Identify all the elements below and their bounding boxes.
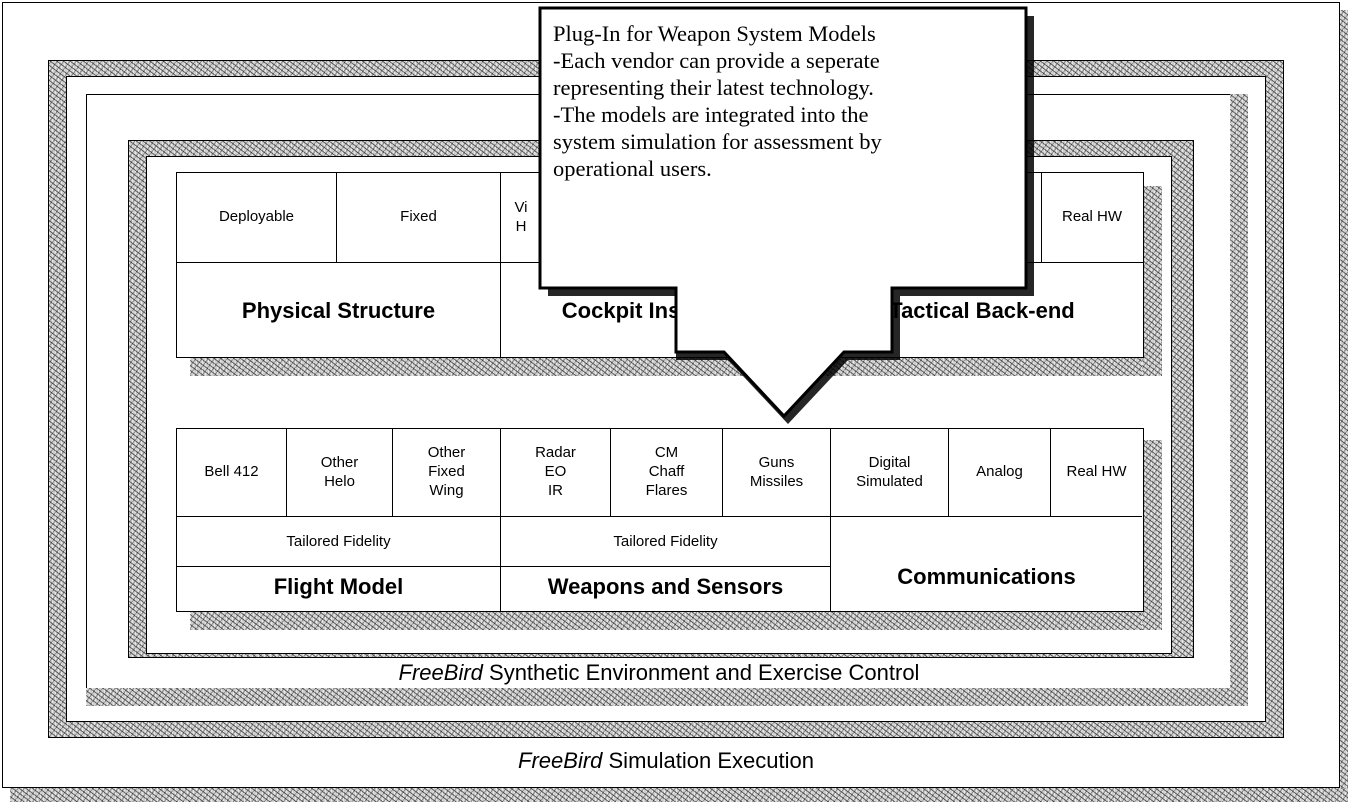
guns-missiles-cell: Guns Missiles: [723, 429, 830, 517]
physical-structure-title: Physical Structure: [241, 298, 436, 323]
bottom-row-shadow-right: [1142, 440, 1162, 630]
bell-412-cell: Bell 412: [177, 429, 287, 517]
weapons-sensors-module: Radar EO IR CM Chaff Flares Guns Missile…: [500, 428, 832, 612]
radar-eo-ir-cell: Radar EO IR: [501, 429, 611, 517]
environment-bevel: [86, 688, 1248, 706]
tactical-real-hw-divider: [1041, 173, 1042, 263]
deployable-cell: Deployable: [177, 173, 337, 263]
weapons-fidelity-label: Tailored Fidelity: [501, 517, 830, 567]
callout-line: -Each vendor can provide a seperate: [553, 48, 880, 73]
analog-cell: Analog: [949, 429, 1051, 517]
physical-structure-module: Deployable Fixed Physical Structure: [176, 172, 502, 358]
top-row-shadow-right: [1142, 186, 1162, 376]
weapons-sensors-title: Weapons and Sensors: [547, 574, 784, 599]
tactical-backend-title: Tactical Back-end: [889, 298, 1075, 323]
fixed-cell: Fixed: [337, 173, 500, 263]
callout-line: system simulation for assessment by: [553, 129, 882, 154]
bottom-row-shadow-bottom: [190, 610, 1160, 630]
digital-simulated-cell: Digital Simulated: [831, 429, 949, 517]
cm-chaff-flares-cell: CM Chaff Flares: [611, 429, 723, 517]
tactical-real-hw-cell: Real HW: [1042, 173, 1142, 263]
outer-frame-shadow-right: [1340, 10, 1348, 796]
environment-bevel-right: [1230, 94, 1248, 706]
callout-text: Plug-In for Weapon System Models -Each v…: [553, 20, 882, 182]
flight-model-title: Flight Model: [273, 574, 404, 599]
flight-fidelity-label: Tailored Fidelity: [177, 517, 500, 567]
callout-line: operational users.: [553, 156, 712, 181]
callout-line: -The models are integrated into the: [553, 102, 869, 127]
other-helo-cell: Other Helo: [287, 429, 393, 517]
comms-real-hw-cell: Real HW: [1051, 429, 1142, 517]
outer-frame-shadow-bottom: [10, 788, 1348, 802]
environment-caption: FreeBird Synthetic Environment and Exerc…: [398, 660, 920, 685]
callout-body-shape: [538, 6, 1028, 419]
execution-caption: FreeBird Simulation Execution: [518, 748, 814, 773]
callout-line: Plug-In for Weapon System Models: [553, 21, 876, 46]
communications-title: Communications: [897, 564, 1076, 589]
callout-line: representing their latest technology.: [553, 75, 874, 100]
communications-module: Digital Simulated Analog Real HW Communi…: [830, 428, 1144, 612]
top-row-shadow-bottom: [190, 356, 1160, 376]
other-fixed-wing-cell: Other Fixed Wing: [393, 429, 500, 517]
flight-model-module: Bell 412 Other Helo Other Fixed Wing Tai…: [176, 428, 502, 612]
callout-arrow: [538, 6, 1034, 424]
